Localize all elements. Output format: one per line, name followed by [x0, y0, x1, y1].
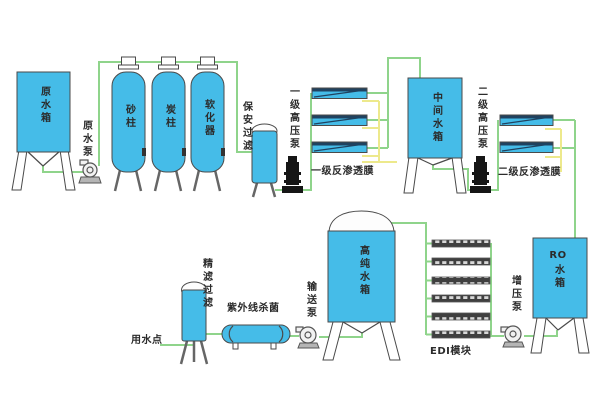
water-point-label: 用水点	[131, 335, 163, 346]
fine-filter-label: 精滤过滤	[200, 258, 212, 310]
ro-tank-label-ro: RO	[549, 250, 567, 261]
ro-tank-label-tank: 水箱	[552, 264, 564, 290]
stage2-hp-pump-label: 二级高压泵	[475, 86, 487, 151]
raw-water-tank	[11, 71, 76, 191]
stage2-hp-pump-icon	[470, 156, 491, 193]
sand-column	[111, 56, 146, 192]
raw-pump-label: 原水泵	[80, 120, 92, 159]
membrane-housing	[499, 141, 554, 153]
uv-sterilizer-label: 紫外线杀菌	[227, 303, 280, 314]
edi-module-label: EDI模块	[430, 346, 472, 357]
softener-label: 软化器	[202, 99, 214, 138]
stage2-membrane-label: 二级反渗透膜	[498, 167, 561, 178]
edi-bar	[431, 312, 491, 321]
edi-bar	[431, 239, 491, 248]
raw-tank-label: 原水箱	[38, 86, 50, 125]
stage1-hp-pump-icon	[282, 156, 303, 193]
pipe-network-yellow	[362, 100, 562, 172]
membrane-housing	[311, 114, 368, 126]
uv-sterilizer	[221, 324, 291, 350]
intermediate-tank-label: 中间水箱	[430, 92, 442, 144]
high-purity-tank	[322, 210, 401, 361]
stage2-ro-membranes	[499, 114, 554, 153]
edi-bar	[431, 257, 491, 266]
sand-column-label: 砂柱	[123, 104, 135, 130]
security-filter-label: 保安过滤	[240, 101, 252, 153]
transfer-pump-label: 输送泵	[304, 281, 316, 320]
stage1-hp-pump-label: 一级高压泵	[287, 86, 299, 151]
membrane-housing	[311, 141, 368, 153]
fine-filter-vessel	[179, 281, 209, 365]
edi-bar	[431, 294, 491, 303]
membrane-housing	[311, 87, 368, 99]
booster-pump-label: 增压泵	[509, 275, 521, 314]
edi-bar	[431, 276, 491, 285]
raw-water-pump-icon	[78, 159, 102, 184]
membrane-housing	[499, 114, 554, 126]
edi-bar	[431, 330, 491, 339]
stage1-membrane-label: 一级反渗透膜	[311, 166, 374, 177]
edi-modules	[431, 239, 491, 339]
carbon-column-label: 炭柱	[163, 104, 175, 130]
carbon-column	[151, 56, 186, 192]
security-filter-vessel	[251, 123, 278, 198]
softener-column	[190, 56, 225, 192]
high-purity-tank-label: 高纯水箱	[357, 245, 369, 297]
stage1-ro-membranes	[311, 87, 368, 153]
transfer-pump-icon	[295, 326, 320, 349]
ro-tank	[530, 237, 590, 354]
intermediate-tank	[403, 77, 467, 194]
booster-pump-icon	[500, 325, 525, 348]
